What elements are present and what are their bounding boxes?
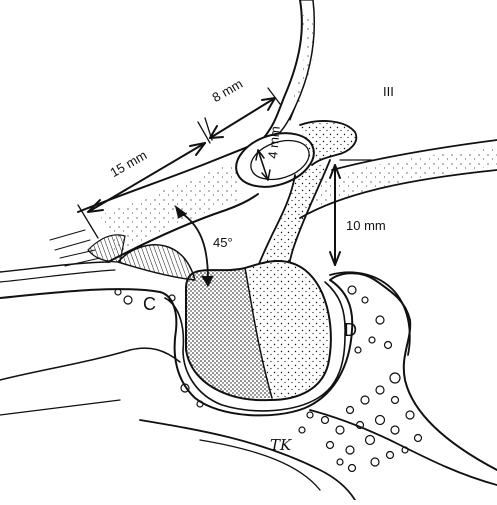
sella-floor-inner [164, 281, 346, 412]
sphenoid-lower [139, 419, 356, 501]
arrow-8mm [209, 97, 276, 139]
arrow-15mm [87, 142, 206, 213]
right-band-top [331, 139, 497, 171]
posterior-lobe [245, 261, 331, 399]
label-d: D [344, 320, 357, 340]
chiasm [299, 120, 358, 166]
label-4mm: 4 mm [265, 125, 283, 160]
optic-nerve-bottom [107, 193, 259, 263]
angle-arc [179, 211, 209, 281]
bone-trabeculae [298, 285, 423, 473]
dorsum-sellae [329, 271, 411, 356]
right-band-bottom [299, 169, 497, 219]
label-c: C [143, 294, 156, 314]
label-roman-iii: III [383, 84, 394, 99]
label-10mm: 10 mm [346, 218, 386, 233]
hatched-structure [117, 244, 196, 281]
anterior-lobe [185, 268, 272, 399]
upper-membrane [261, 0, 303, 141]
label-45-degree: 45° [213, 235, 233, 250]
artist-signature: TK [270, 436, 292, 454]
arrow-4mm [257, 149, 269, 181]
